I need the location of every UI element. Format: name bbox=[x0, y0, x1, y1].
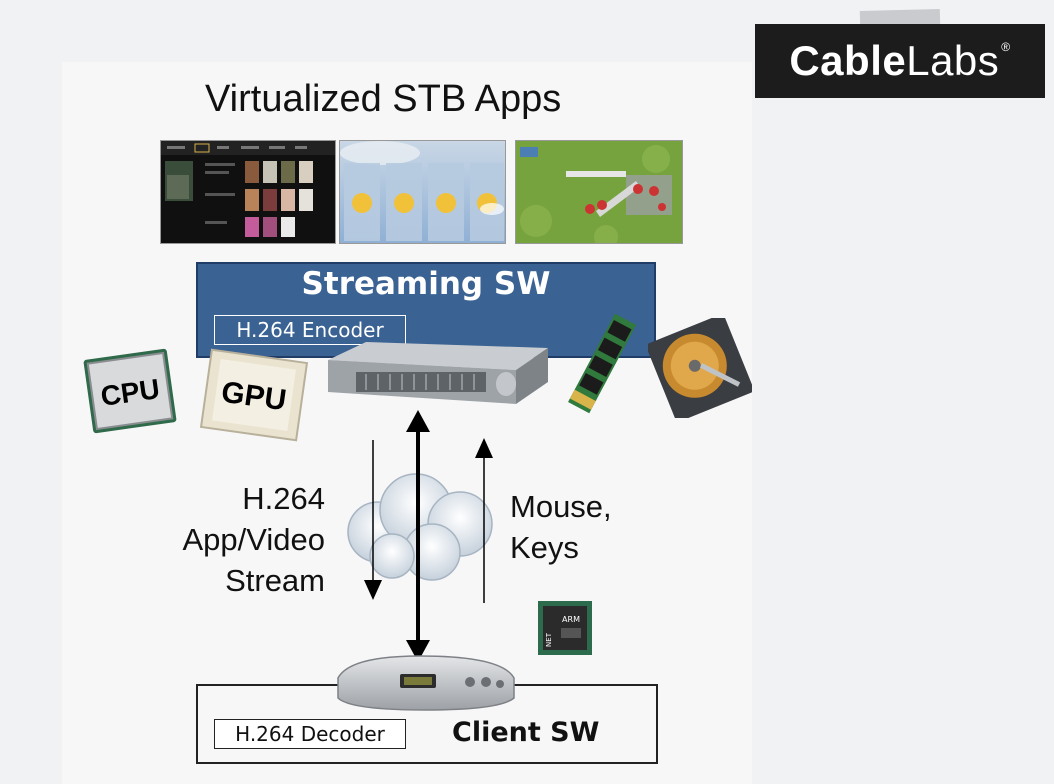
streaming-sw-box bbox=[196, 262, 656, 358]
weather-app-image bbox=[340, 141, 505, 243]
downstream-line-3: Stream bbox=[225, 563, 325, 598]
h264-decoder-box: H.264 Decoder bbox=[214, 719, 406, 749]
weather-app-thumbnail bbox=[339, 140, 506, 244]
ram-module-icon bbox=[562, 312, 644, 421]
downstream-line-2: App/Video bbox=[182, 522, 326, 557]
upstream-label: Mouse, Keys bbox=[510, 486, 670, 568]
downstream-label: H.264 App/Video Stream bbox=[130, 478, 326, 601]
h264-encoder-box: H.264 Encoder bbox=[214, 315, 406, 345]
server-icon bbox=[326, 340, 550, 415]
set-top-box-icon bbox=[330, 652, 520, 717]
hard-disk-icon bbox=[646, 314, 754, 423]
slide-title: Virtualized STB Apps bbox=[205, 78, 562, 120]
arm-label: ARM bbox=[562, 615, 580, 624]
tv-guide-image bbox=[161, 141, 335, 237]
gpu-chip-icon: GPU bbox=[196, 348, 312, 447]
game-app-image bbox=[516, 141, 682, 243]
client-sw-label: Client SW bbox=[452, 717, 600, 748]
game-app-thumbnail bbox=[515, 140, 683, 244]
downstream-line-1: H.264 bbox=[242, 481, 325, 516]
downstream-arrow bbox=[364, 440, 382, 600]
upstream-line-1: Mouse, bbox=[510, 489, 612, 524]
tv-guide-thumbnail bbox=[160, 140, 336, 244]
upstream-arrow bbox=[475, 438, 493, 603]
arm-chip-icon: ARM NET bbox=[537, 600, 593, 661]
logo-bold-text: Cable bbox=[789, 37, 907, 84]
upstream-line-2: Keys bbox=[510, 530, 579, 565]
logo-registered-mark: ® bbox=[1001, 40, 1011, 54]
net-label: NET bbox=[545, 632, 553, 647]
logo-light-text: Labs bbox=[906, 37, 1000, 84]
streaming-sw-label: Streaming SW bbox=[301, 266, 551, 302]
cpu-chip-icon: CPU bbox=[78, 346, 182, 441]
bidirectional-arrow bbox=[406, 410, 430, 662]
